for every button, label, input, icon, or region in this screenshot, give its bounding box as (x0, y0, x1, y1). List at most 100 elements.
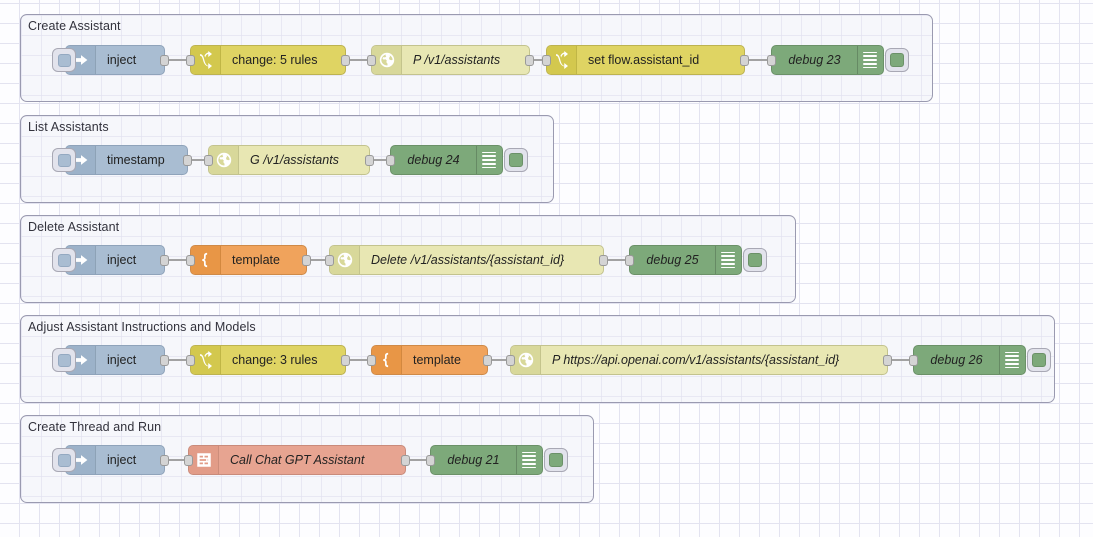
node-input-port[interactable] (386, 155, 395, 166)
inject-button-swatch (57, 453, 71, 467)
inject-trigger-button[interactable] (52, 148, 76, 172)
node-g2-debug[interactable]: debug 24 (386, 145, 528, 175)
node-output-port[interactable] (341, 55, 350, 66)
debug-toggle-button[interactable] (1027, 348, 1051, 372)
node-g1-debug[interactable]: debug 23 (767, 45, 909, 75)
node-input-port[interactable] (325, 255, 334, 266)
node-g3-template[interactable]: template (186, 245, 311, 275)
inject-trigger-button[interactable] (52, 348, 76, 372)
node-g5-debug[interactable]: debug 21 (426, 445, 568, 475)
node-label-g5-inject: inject (107, 453, 137, 467)
node-g2-inject[interactable]: timestamp (52, 145, 192, 175)
node-label-g5-func: Call Chat GPT Assistant (230, 453, 365, 467)
globe-icon (511, 346, 541, 374)
debug-button-swatch (509, 153, 523, 167)
node-input-port[interactable] (767, 55, 776, 66)
node-input-port[interactable] (186, 55, 195, 66)
node-g4-change[interactable]: change: 3 rules (186, 345, 350, 375)
inject-trigger-button[interactable] (52, 448, 76, 472)
node-input-port[interactable] (909, 355, 918, 366)
group-label-create-assistant: Create Assistant (28, 19, 121, 33)
node-g4-template[interactable]: template (367, 345, 492, 375)
node-output-port[interactable] (160, 55, 169, 66)
debug-toggle-button[interactable] (743, 248, 767, 272)
wire (166, 259, 189, 262)
node-g3-inject[interactable]: inject (52, 245, 169, 275)
change-shuffle-icon (191, 346, 221, 374)
debug-toggle-button[interactable] (885, 48, 909, 72)
debug-toggle-button[interactable] (504, 148, 528, 172)
debug-lines-glyph (863, 51, 877, 69)
node-label-g1-debug: debug 23 (788, 53, 841, 67)
node-label-g1-inject: inject (107, 53, 137, 67)
node-g1-change[interactable]: change: 5 rules (186, 45, 350, 75)
node-output-port[interactable] (160, 455, 169, 466)
node-g3-http[interactable]: Delete /v1/assistants/{assistant_id} (325, 245, 608, 275)
node-label-g4-change: change: 3 rules (232, 353, 318, 367)
node-output-port[interactable] (302, 255, 311, 266)
node-g1-change2[interactable]: set flow.assistant_id (542, 45, 749, 75)
node-g2-http[interactable]: G /v1/assistants (204, 145, 374, 175)
debug-button-swatch (890, 53, 904, 67)
node-g5-func[interactable]: Call Chat GPT Assistant (184, 445, 410, 475)
node-output-port[interactable] (365, 155, 374, 166)
node-output-port[interactable] (740, 55, 749, 66)
node-input-port[interactable] (426, 455, 435, 466)
wire (347, 59, 370, 62)
node-g3-debug[interactable]: debug 25 (625, 245, 767, 275)
node-g4-debug[interactable]: debug 26 (909, 345, 1051, 375)
node-output-port[interactable] (483, 355, 492, 366)
inject-trigger-button[interactable] (52, 248, 76, 272)
node-output-port[interactable] (160, 355, 169, 366)
node-output-port[interactable] (599, 255, 608, 266)
node-g5-inject[interactable]: inject (52, 445, 169, 475)
wire (746, 59, 770, 62)
brace-icon (372, 346, 402, 374)
group-label-list-assistants: List Assistants (28, 120, 109, 134)
node-output-port[interactable] (401, 455, 410, 466)
node-output-port[interactable] (160, 255, 169, 266)
node-input-port[interactable] (625, 255, 634, 266)
wire (889, 359, 912, 362)
debug-lines-icon (999, 346, 1025, 374)
node-g1-inject[interactable]: inject (52, 45, 169, 75)
node-input-port[interactable] (367, 55, 376, 66)
node-g1-http[interactable]: P /v1/assistants (367, 45, 534, 75)
node-input-port[interactable] (367, 355, 376, 366)
debug-lines-glyph (482, 151, 496, 169)
node-input-port[interactable] (186, 255, 195, 266)
debug-lines-glyph (1005, 351, 1019, 369)
node-label-g2-inject: timestamp (107, 153, 165, 167)
group-label-create-thread-run: Create Thread and Run (28, 420, 162, 434)
node-label-g3-debug: debug 25 (646, 253, 699, 267)
node-input-port[interactable] (542, 55, 551, 66)
node-label-g4-http: P https://api.openai.com/v1/assistants/{… (552, 353, 840, 367)
debug-button-swatch (1032, 353, 1046, 367)
node-input-port[interactable] (184, 455, 193, 466)
node-output-port[interactable] (883, 355, 892, 366)
wire (371, 159, 390, 162)
wire (166, 59, 189, 62)
node-input-port[interactable] (186, 355, 195, 366)
debug-toggle-button[interactable] (544, 448, 568, 472)
node-label-g3-http: Delete /v1/assistants/{assistant_id} (371, 253, 565, 267)
inject-button-swatch (57, 153, 71, 167)
node-label-g4-template: template (413, 353, 461, 367)
node-output-port[interactable] (183, 155, 192, 166)
node-label-g2-debug: debug 24 (407, 153, 460, 167)
node-label-g5-debug: debug 21 (447, 453, 500, 467)
node-output-port[interactable] (341, 355, 350, 366)
node-g4-http[interactable]: P https://api.openai.com/v1/assistants/{… (506, 345, 892, 375)
node-input-port[interactable] (204, 155, 213, 166)
debug-button-swatch (748, 253, 762, 267)
group-label-adjust-assistant: Adjust Assistant Instructions and Models (28, 320, 256, 334)
node-label-g1-http: P /v1/assistants (413, 53, 501, 67)
inject-trigger-button[interactable] (52, 48, 76, 72)
group-label-delete-assistant: Delete Assistant (28, 220, 120, 234)
node-input-port[interactable] (506, 355, 515, 366)
node-output-port[interactable] (525, 55, 534, 66)
change-shuffle-icon (547, 46, 577, 74)
globe-icon (209, 146, 239, 174)
node-g4-inject[interactable]: inject (52, 345, 169, 375)
